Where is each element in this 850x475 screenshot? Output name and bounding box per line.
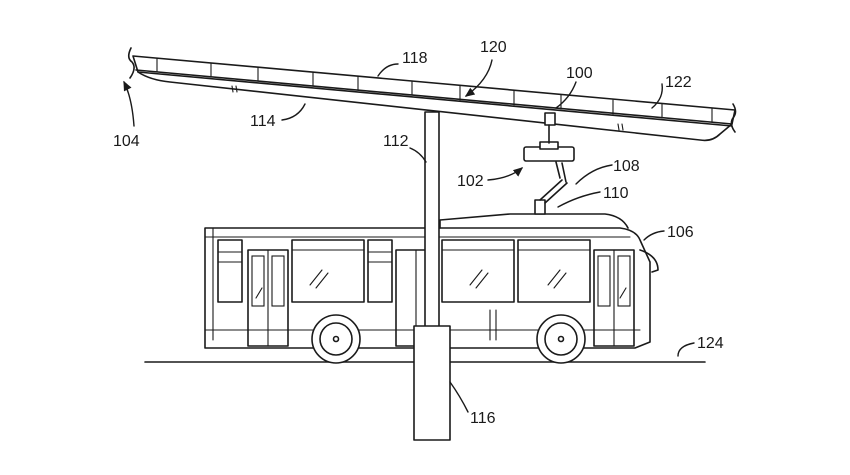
charging-head: [523, 141, 575, 162]
label-100: 100: [566, 65, 593, 82]
leader-lines: [123, 59, 695, 413]
label-106: 106: [667, 224, 694, 241]
hanger-bracket: [544, 112, 556, 144]
label-120: 120: [480, 39, 507, 56]
label-114: 114: [250, 113, 276, 130]
label-124: 124: [697, 335, 724, 352]
label-122: 122: [665, 74, 692, 91]
pole-footing: [413, 325, 451, 441]
rear-wheel: [536, 314, 586, 364]
support-pole: [424, 111, 440, 335]
label-102: 102: [457, 173, 484, 190]
label-116: 116: [470, 410, 496, 427]
label-112: 112: [383, 133, 409, 150]
pantograph: [534, 161, 568, 215]
solar-canopy: [127, 47, 737, 142]
reference-labels: 118 120 100 122 104 114 112 102 108 110 …: [113, 39, 724, 427]
label-118: 118: [402, 50, 428, 67]
label-108: 108: [613, 158, 640, 175]
front-wheel: [311, 314, 361, 364]
label-104: 104: [113, 133, 140, 150]
label-110: 110: [603, 185, 629, 202]
